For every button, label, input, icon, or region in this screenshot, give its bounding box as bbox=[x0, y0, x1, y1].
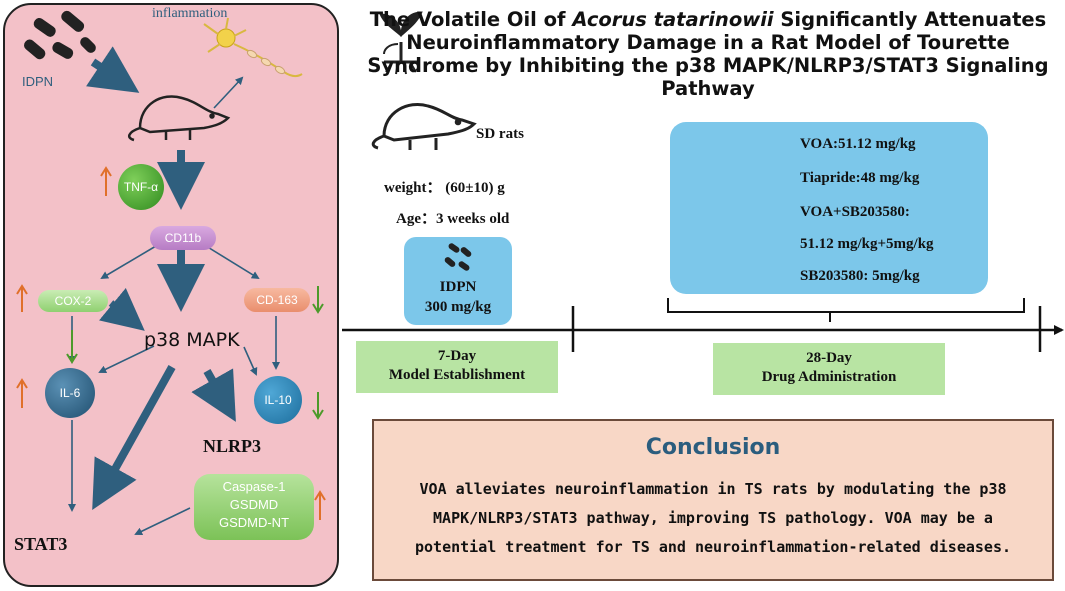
sd-rats-label: SD rats bbox=[476, 126, 524, 142]
conclusion-body: VOA alleviates neuroinflammation in TS r… bbox=[414, 480, 1012, 556]
dose-sb: SB203580: 5mg/kg bbox=[800, 268, 920, 284]
dose-voa: VOA:51.12 mg/kg bbox=[800, 136, 916, 152]
idpn-particles-icon bbox=[23, 10, 96, 60]
caspase-group: Caspase-1 GSDMD GSDMD-NT bbox=[194, 474, 314, 540]
cox2-node: COX-2 bbox=[38, 290, 108, 312]
il10-node: IL-10 bbox=[254, 376, 302, 424]
age-label: Age：3 weeks old bbox=[396, 211, 510, 227]
nlrp3-node: NLRP3 bbox=[203, 436, 261, 456]
gsdmd-label: GSDMD bbox=[229, 497, 279, 512]
il6-node: IL-6 bbox=[45, 368, 95, 418]
neuron-icon bbox=[203, 17, 303, 78]
idpn-particles-small-icon bbox=[444, 243, 472, 271]
sd-rat-icon bbox=[371, 103, 477, 150]
dose-voa-sb-value: 51.12 mg/kg+5mg/kg bbox=[800, 236, 934, 252]
idpn-name: IDPN bbox=[439, 279, 477, 295]
phase-model-establishment: 7-Day Model Establishment bbox=[356, 341, 558, 393]
cd163-node: CD-163 bbox=[244, 288, 310, 312]
stat3-node: STAT3 bbox=[14, 534, 68, 554]
plant-icon bbox=[379, 11, 423, 75]
rat-icon bbox=[127, 95, 231, 142]
dose-box: VOA:51.12 mg/kg Tiapride:48 mg/kg VOA+SB… bbox=[670, 122, 988, 294]
weight-label: weight： (60±10) g bbox=[384, 180, 505, 196]
idpn-label: IDPN bbox=[22, 74, 54, 89]
gsdmd-nt-label: GSDMD-NT bbox=[218, 515, 290, 530]
idpn-dose: 300 mg/kg bbox=[424, 299, 492, 315]
dose-voa-sb: VOA+SB203580: bbox=[800, 204, 910, 220]
conclusion-title: Conclusion bbox=[645, 435, 781, 460]
tnf-alpha-node: TNF-α bbox=[118, 164, 164, 210]
cd11b-node: CD11b bbox=[150, 226, 216, 250]
p38-mapk-node: p38 MAPK bbox=[144, 329, 240, 351]
inflammation-label: inflammation bbox=[152, 6, 228, 21]
dose-tiapride: Tiapride:48 mg/kg bbox=[800, 170, 920, 186]
phase-drug-administration: 28-Day Drug Administration bbox=[713, 343, 945, 395]
idpn-box: IDPN 300 mg/kg bbox=[404, 237, 512, 325]
page-title: The Volatile Oil of Acorus tatarinowii S… bbox=[367, 8, 1049, 100]
caspase1-label: Caspase-1 bbox=[222, 479, 286, 494]
conclusion-box: Conclusion VOA alleviates neuroinflammat… bbox=[372, 419, 1054, 581]
